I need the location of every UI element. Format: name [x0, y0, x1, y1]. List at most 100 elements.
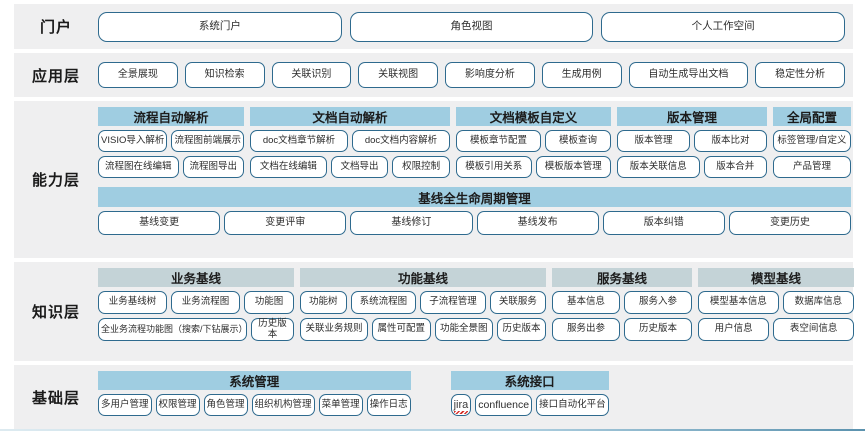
group-title: 业务基线 [98, 268, 294, 287]
capability-item[interactable]: 模板版本管理 [535, 156, 611, 178]
knowledge-item[interactable]: 数据库信息 [782, 291, 854, 314]
capability-groups: 流程自动解析 VISIO导入解析 流程图前端展示 流程图在线编辑 流程图导出 文… [98, 107, 851, 178]
application-item-5[interactable]: 生成用例 [541, 62, 622, 88]
application-item-3[interactable]: 关联视图 [358, 62, 438, 88]
knowledge-item[interactable]: 子流程管理 [420, 291, 486, 314]
group-row: 多用户管理 权限管理 角色管理 组织机构管理 菜单管理 操作日志 [98, 394, 411, 416]
portal-item-1[interactable]: 角色视图 [349, 11, 594, 42]
base-item[interactable]: 菜单管理 [318, 394, 363, 416]
knowledge-item[interactable]: 服务出参 [552, 318, 620, 341]
capability-item[interactable]: 版本关联信息 [617, 156, 700, 178]
base-item[interactable]: 多用户管理 [98, 394, 152, 416]
group-title: 系统接口 [450, 371, 609, 390]
group-row: 关联业务规则 属性可配置 功能全景图 历史版本 [300, 318, 546, 341]
layer-band-base: 基础层 系统管理 多用户管理 权限管理 角色管理 组织机构管理 菜单管理 操作日… [14, 365, 853, 429]
capability-item[interactable]: doc文档内容解析 [352, 130, 450, 152]
knowledge-item[interactable]: 关联业务规则 [300, 318, 368, 341]
knowledge-item[interactable]: 功能树 [300, 291, 347, 314]
knowledge-item[interactable]: 系统流程图 [350, 291, 417, 314]
capability-item[interactable]: 模板查询 [545, 130, 611, 152]
group-title: 流程自动解析 [98, 107, 244, 126]
knowledge-item[interactable]: 表空间信息 [773, 318, 854, 341]
group-row: 模型基本信息 数据库信息 [698, 291, 854, 314]
application-item-2[interactable]: 关联识别 [271, 62, 352, 88]
portal-item-0[interactable]: 系统门户 [98, 11, 342, 42]
capability-group-template: 文档模板自定义 模板章节配置 模板查询 模板引用关系 模板版本管理 [456, 107, 611, 178]
capability-item[interactable]: 流程图在线编辑 [98, 156, 179, 178]
lifecycle-item[interactable]: 变更历史 [728, 211, 852, 235]
group-row: 全业务流程功能图（搜索/下钻展示） 历史版本 [98, 318, 294, 341]
capability-item[interactable]: 文档在线编辑 [250, 156, 327, 178]
group-title: 功能基线 [300, 268, 546, 287]
capability-item[interactable]: 权限控制 [392, 156, 451, 178]
group-title: 文档模板自定义 [456, 107, 611, 126]
capability-item[interactable]: 版本合并 [703, 156, 767, 178]
knowledge-item[interactable]: 历史版本 [624, 318, 692, 341]
lifecycle-item[interactable]: 基线变更 [98, 211, 221, 235]
portal-item-2[interactable]: 个人工作空间 [601, 11, 846, 42]
capability-item[interactable]: 模板章节配置 [456, 130, 541, 152]
group-row: 用户信息 表空间信息 [698, 318, 854, 341]
group-row: 业务基线树 业务流程图 功能图 [98, 291, 294, 314]
application-item-0[interactable]: 全景展现 [98, 62, 178, 88]
application-item-1[interactable]: 知识检索 [184, 62, 265, 88]
knowledge-item[interactable]: 功能图 [244, 291, 294, 314]
knowledge-item[interactable]: 功能全景图 [434, 318, 493, 341]
knowledge-item[interactable]: 服务入参 [624, 291, 692, 314]
capability-item[interactable]: 流程图导出 [182, 156, 244, 178]
knowledge-group-function: 功能基线 功能树 系统流程图 子流程管理 关联服务 关联业务规则 属性可配置 功… [300, 268, 546, 341]
layer-band-capability: 能力层 流程自动解析 VISIO导入解析 流程图前端展示 流程图在线编辑 流程图… [14, 101, 853, 258]
knowledge-item[interactable]: 属性可配置 [372, 318, 431, 341]
group-row: 基本信息 服务入参 [552, 291, 692, 314]
group-row: 标签管理/自定义 [773, 130, 851, 152]
layer-band-application: 应用层 全景展现 知识检索 关联识别 关联视图 影响度分析 生成用例 自动生成导… [14, 53, 853, 97]
knowledge-item[interactable]: 业务基线树 [98, 291, 167, 314]
application-item-4[interactable]: 影响度分析 [445, 62, 535, 88]
capability-item[interactable]: 产品管理 [773, 156, 851, 178]
base-group-system-interface: 系统接口 jira confluence 接口自动化平台 [450, 371, 609, 416]
knowledge-item[interactable]: 历史版本 [250, 318, 294, 341]
base-item[interactable]: 操作日志 [366, 394, 411, 416]
application-item-6[interactable]: 自动生成导出文档 [628, 62, 749, 88]
capability-item[interactable]: 标签管理/自定义 [773, 130, 851, 152]
base-group-system-management: 系统管理 多用户管理 权限管理 角色管理 组织机构管理 菜单管理 操作日志 [98, 371, 411, 416]
capability-item[interactable]: doc文档章节解析 [250, 130, 348, 152]
lifecycle-item[interactable]: 基线发布 [476, 211, 599, 235]
base-item-jira[interactable]: jira [450, 394, 472, 416]
knowledge-item[interactable]: 关联服务 [489, 291, 546, 314]
capability-item[interactable]: 流程图前端展示 [171, 130, 245, 152]
base-item[interactable]: 权限管理 [155, 394, 200, 416]
base-item[interactable]: 角色管理 [203, 394, 248, 416]
group-title: 模型基线 [698, 268, 854, 287]
group-row: VISIO导入解析 流程图前端展示 [98, 130, 245, 152]
group-row: 模板引用关系 模板版本管理 [456, 156, 611, 178]
application-item-7[interactable]: 稳定性分析 [755, 62, 845, 88]
knowledge-group-service: 服务基线 基本信息 服务入参 服务出参 历史版本 [552, 268, 692, 341]
knowledge-item[interactable]: 全业务流程功能图（搜索/下钻展示） [98, 318, 248, 341]
lifecycle-item[interactable]: 基线修订 [350, 211, 473, 235]
layer-band-knowledge: 知识层 业务基线 业务基线树 业务流程图 功能图 全业务流程功能图（搜索/下钻展… [14, 262, 854, 361]
capability-group-lifecycle: 基线全生命周期管理 基线变更 变更评审 基线修订 基线发布 版本纠错 变更历史 [98, 187, 852, 235]
capability-item[interactable]: VISIO导入解析 [98, 130, 168, 152]
knowledge-item[interactable]: 业务流程图 [171, 291, 240, 314]
capability-item[interactable]: 版本比对 [694, 130, 767, 152]
layer-label-application: 应用层 [31, 67, 80, 85]
knowledge-item[interactable]: 模型基本信息 [698, 291, 779, 314]
group-title: 全局配置 [773, 107, 851, 126]
capability-group-version: 版本管理 版本管理 版本比对 版本关联信息 版本合并 [617, 107, 767, 178]
base-item[interactable]: 组织机构管理 [251, 394, 315, 416]
base-item-confluence[interactable]: confluence [475, 394, 533, 416]
capability-item[interactable]: 模板引用关系 [456, 156, 532, 178]
lifecycle-item[interactable]: 变更评审 [224, 211, 347, 235]
group-row: 功能树 系统流程图 子流程管理 关联服务 [300, 291, 546, 314]
capability-item[interactable]: 版本管理 [617, 130, 690, 152]
knowledge-item[interactable]: 历史版本 [497, 318, 546, 341]
lifecycle-item[interactable]: 版本纠错 [602, 211, 725, 235]
knowledge-groups: 业务基线 业务基线树 业务流程图 功能图 全业务流程功能图（搜索/下钻展示） 历… [98, 268, 854, 341]
knowledge-group-business: 业务基线 业务基线树 业务流程图 功能图 全业务流程功能图（搜索/下钻展示） 历… [98, 268, 294, 341]
knowledge-item[interactable]: 用户信息 [698, 318, 770, 341]
group-title: 基线全生命周期管理 [98, 187, 851, 207]
knowledge-item[interactable]: 基本信息 [552, 291, 620, 314]
capability-item[interactable]: 文档导出 [330, 156, 389, 178]
base-item[interactable]: 接口自动化平台 [536, 394, 609, 416]
